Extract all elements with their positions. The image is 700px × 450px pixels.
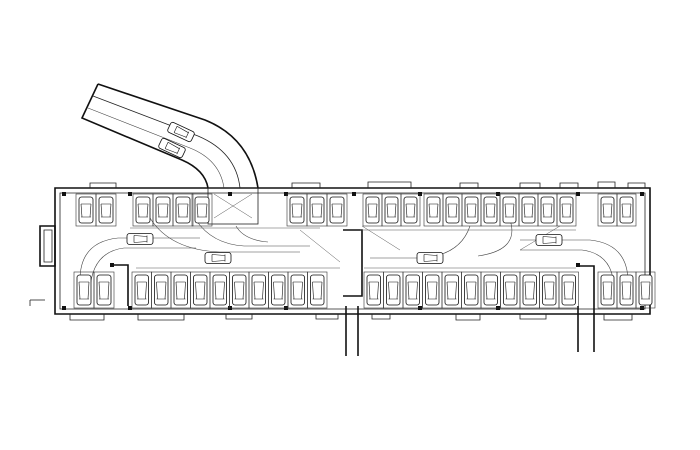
top-car [540,196,555,224]
bottom-car [290,274,305,306]
top-car [384,196,399,224]
bottom-stall [635,271,656,309]
top-car [78,196,94,224]
top-car [502,196,517,224]
top-car [194,196,210,224]
bottom-car [173,274,188,306]
bottom-car [522,274,537,306]
top-car [289,196,305,224]
top-car [365,196,380,224]
top-stall [400,193,421,227]
bottom-car [425,274,440,306]
top-car [403,196,418,224]
top-car [619,196,634,224]
aisle-vehicles [126,121,563,264]
bottom-stall [307,271,328,309]
top-car [175,196,191,224]
top-stall [95,193,117,227]
bottom-car [405,274,420,306]
bottom-car [366,274,381,306]
bottom-car [386,274,401,306]
top-car [483,196,498,224]
bottom-car [212,274,227,306]
top-stall [556,193,577,227]
top-stall [172,193,194,227]
bottom-car [251,274,266,306]
bottom-car [134,274,149,306]
bottom-car [96,274,112,306]
top-stall [616,193,637,227]
bottom-car [444,274,459,306]
bottom-car [561,274,576,306]
top-car [600,196,615,224]
top-car [426,196,441,224]
top-car [155,196,171,224]
bottom-stall [93,271,115,309]
aisle-car [535,234,563,246]
top-car [464,196,479,224]
bottom-car [619,274,634,306]
aisle-car [158,137,186,159]
bottom-car [310,274,325,306]
bottom-car [232,274,247,306]
parking-stalls-bottom-row [73,271,656,309]
bottom-car [76,274,92,306]
aisle-car [126,233,154,245]
top-car [329,196,345,224]
top-stall [326,193,348,227]
bottom-stall [558,271,579,309]
entrance-ramp [80,83,259,225]
parking-stalls-top-row [75,193,637,227]
top-car [309,196,325,224]
top-car [135,196,151,224]
top-car [559,196,574,224]
bottom-car [542,274,557,306]
top-car [521,196,536,224]
bottom-car [271,274,286,306]
aisle-car [167,121,195,143]
bottom-car [600,274,615,306]
building-outline [29,181,651,356]
bottom-car [154,274,169,306]
bottom-car [483,274,498,306]
bottom-car [638,274,653,306]
top-stall [191,193,213,227]
top-car [98,196,114,224]
aisle-car [416,252,444,264]
bottom-car [503,274,518,306]
bottom-car [193,274,208,306]
bottom-car [464,274,479,306]
aisle-car [204,252,232,264]
top-car [445,196,460,224]
